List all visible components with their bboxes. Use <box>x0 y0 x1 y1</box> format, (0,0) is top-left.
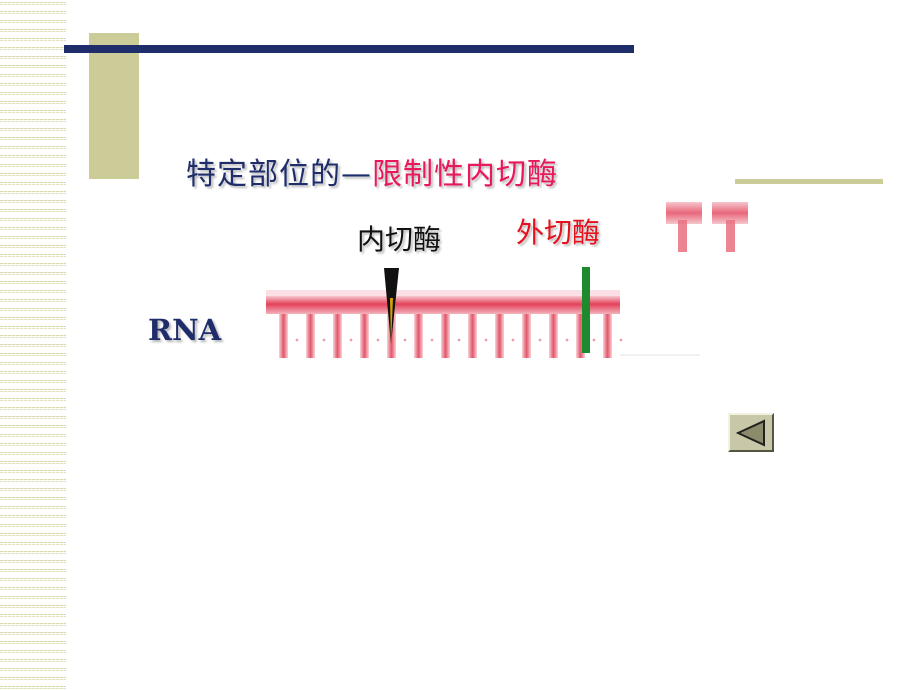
rna-base <box>495 314 504 358</box>
rna-base-dot <box>484 338 488 342</box>
decor-olive-line <box>735 179 883 184</box>
rna-base <box>468 314 477 358</box>
rna-base-dot <box>376 338 380 342</box>
decor-navy-bar <box>64 45 634 53</box>
rna-base <box>549 314 558 358</box>
rna-base-dot <box>565 338 569 342</box>
endonuclease-marker <box>384 268 399 344</box>
exonuclease-marker <box>582 267 590 353</box>
rna-base <box>414 314 423 358</box>
rna-base <box>306 314 315 358</box>
rna-base-dot <box>295 338 299 342</box>
rna-label: RNA <box>148 313 222 347</box>
rna-base <box>576 314 585 358</box>
rna-base-dot <box>619 338 623 342</box>
rna-base <box>279 314 288 358</box>
slide-title: 特定部位的—限制性内切酶 <box>186 149 558 193</box>
rna-base-dot <box>592 338 596 342</box>
rna-base-dot <box>322 338 326 342</box>
decor-olive-block <box>89 33 139 179</box>
rna-base <box>603 314 612 358</box>
back-button[interactable] <box>728 413 774 452</box>
rna-base-dot <box>430 338 434 342</box>
rna-base <box>441 314 450 358</box>
rna-base-dot <box>538 338 542 342</box>
exonuclease-label: 外切酶 <box>516 216 601 249</box>
rna-bases <box>279 314 623 358</box>
slide-title-highlight: 限制性内切酶 <box>372 157 558 192</box>
rna-strand <box>266 290 700 358</box>
rna-base <box>360 314 369 358</box>
rna-backbone <box>266 290 620 314</box>
rna-base-dot <box>511 338 515 342</box>
rna-base <box>333 314 342 358</box>
cleaved-fragment <box>666 202 748 252</box>
rna-base-dot <box>457 338 461 342</box>
slide-title-prefix: 特定部位的— <box>186 157 372 192</box>
left-stripe-pattern <box>0 0 66 690</box>
endonuclease-label: 内切酶 <box>357 223 442 256</box>
rna-base-dot <box>349 338 353 342</box>
rna-base-dot <box>403 338 407 342</box>
rna-base <box>522 314 531 358</box>
strand-shadow <box>620 354 700 356</box>
triangle-left-icon <box>736 419 765 447</box>
